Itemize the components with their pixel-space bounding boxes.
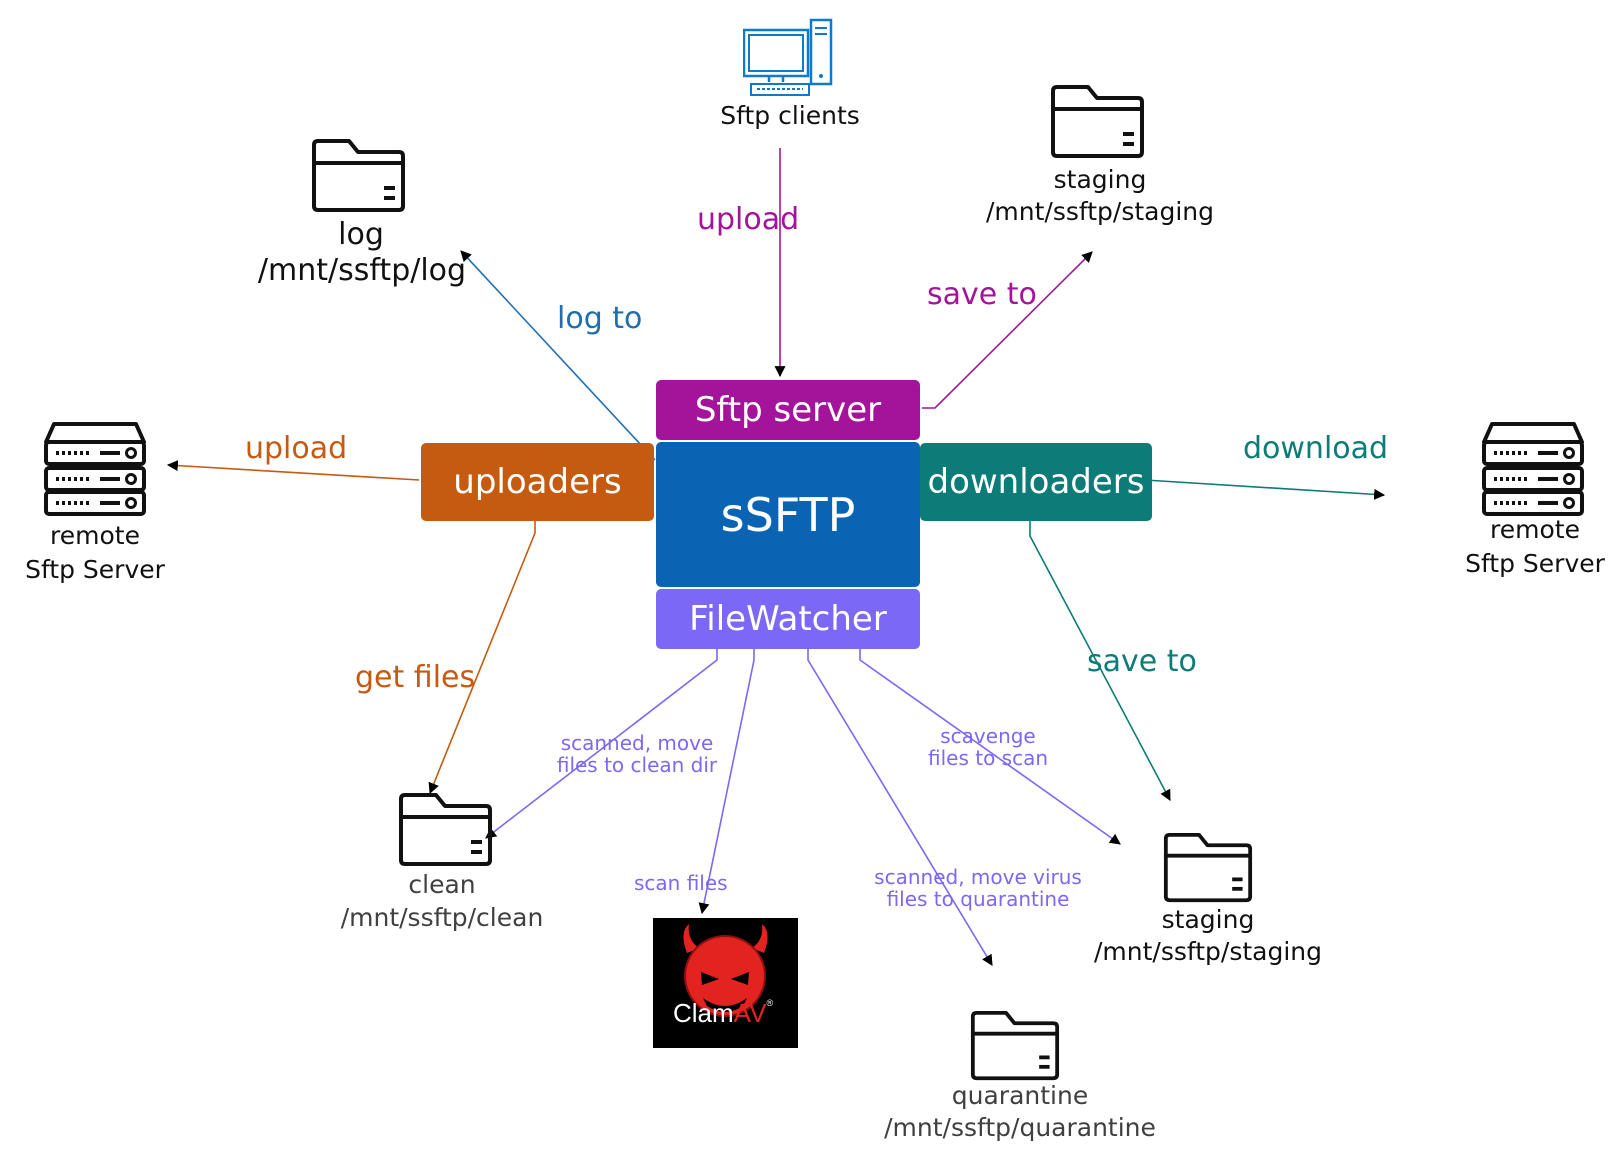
staging-bottom-folder-icon bbox=[1163, 832, 1253, 904]
edge-core-to-log bbox=[460, 250, 656, 461]
clients-label: Sftp clients bbox=[720, 101, 860, 130]
quarantine-folder-name: quarantine bbox=[951, 1081, 1089, 1110]
edge-label-upload-clients: upload bbox=[697, 202, 800, 237]
sftp-server-box: Sftp server bbox=[656, 380, 920, 440]
edge-label-scanned-clean-line1: scanned, move bbox=[560, 731, 714, 755]
clean-folder-path: /mnt/ssftp/clean bbox=[340, 903, 544, 932]
clean-folder-icon bbox=[398, 792, 493, 868]
edge-label-scavenge: scavenge files to scan bbox=[928, 725, 1048, 770]
filewatcher-box: FileWatcher bbox=[656, 589, 920, 649]
downloaders-label: downloaders bbox=[927, 462, 1145, 502]
clean-folder-name: clean bbox=[408, 870, 476, 899]
staging-top-folder-name: staging bbox=[1053, 165, 1147, 194]
edge-label-get-files: get files bbox=[355, 660, 476, 695]
quarantine-folder-icon bbox=[970, 1010, 1060, 1082]
edge-label-scanned-virus-line2: files to quarantine bbox=[886, 887, 1070, 912]
ssftp-core-box: sSFTP bbox=[656, 442, 920, 587]
edge-label-save-to-top: save to bbox=[927, 277, 1037, 312]
sftp-server-label: Sftp server bbox=[694, 390, 882, 430]
log-folder-icon bbox=[311, 138, 406, 214]
clamav-registered-mark: ® bbox=[766, 998, 774, 1008]
edge-watcher-to-clean bbox=[485, 646, 718, 839]
edge-watcher-to-clamav bbox=[698, 646, 755, 915]
edge-label-log-to: log to bbox=[557, 301, 643, 336]
edge-label-save-to-bottom: save to bbox=[1087, 644, 1197, 679]
edge-server-to-staging bbox=[922, 251, 1093, 409]
clamav-brand-part2: AV bbox=[733, 998, 767, 1028]
downloaders-box: downloaders bbox=[920, 443, 1152, 521]
edge-uploaders-to-remote bbox=[166, 460, 420, 481]
edge-label-upload-remote: upload bbox=[245, 431, 348, 466]
edge-clean-to-uploaders bbox=[428, 520, 536, 795]
filewatcher-label: FileWatcher bbox=[689, 599, 887, 639]
clamav-devil-icon: ClamAV® bbox=[653, 918, 798, 1048]
remote-right-line2: Sftp Server bbox=[1465, 549, 1605, 578]
clamav-brand-part1: Clam bbox=[673, 998, 734, 1028]
edge-label-scavenge-line1: scavenge bbox=[940, 724, 1036, 748]
remote-left-line2: Sftp Server bbox=[25, 555, 165, 584]
desktop-computer-icon bbox=[742, 18, 835, 98]
edge-label-scan-files: scan files bbox=[634, 871, 728, 895]
edge-label-scanned-virus: scanned, move virus files to quarantine bbox=[874, 866, 1082, 911]
staging-top-folder-path: /mnt/ssftp/staging bbox=[985, 197, 1215, 226]
uploaders-label: uploaders bbox=[453, 462, 622, 502]
edge-label-scanned-clean-line2: files to clean dir bbox=[556, 753, 718, 778]
edge-label-scanned-virus-line1: scanned, move virus bbox=[874, 865, 1082, 889]
remote-right-line1: remote bbox=[1490, 515, 1580, 544]
staging-bottom-folder-path: /mnt/ssftp/staging bbox=[1093, 937, 1323, 966]
staging-bottom-folder-name: staging bbox=[1161, 905, 1255, 934]
remote-right-server-icon bbox=[1480, 420, 1586, 516]
edge-label-download-remote: download bbox=[1243, 431, 1389, 466]
remote-left-server-icon bbox=[42, 420, 148, 516]
edge-downloaders-to-staging bbox=[1029, 520, 1171, 801]
staging-top-folder-icon bbox=[1050, 84, 1145, 160]
log-folder-name: log bbox=[338, 217, 384, 252]
edge-watcher-to-quarantine bbox=[807, 646, 993, 966]
log-folder-path: /mnt/ssftp/log bbox=[257, 253, 467, 288]
clamav-brand: ClamAV® bbox=[673, 998, 773, 1029]
quarantine-folder-path: /mnt/ssftp/quarantine bbox=[884, 1113, 1156, 1142]
ssftp-core-label: sSFTP bbox=[720, 487, 856, 542]
remote-left-line1: remote bbox=[50, 521, 140, 550]
edge-label-scavenge-line2: files to scan bbox=[927, 746, 1049, 771]
edge-watcher-to-staging bbox=[859, 646, 1121, 845]
edge-downloaders-to-remote bbox=[1144, 479, 1386, 500]
edge-label-scanned-clean: scanned, move files to clean dir bbox=[557, 732, 717, 777]
uploaders-box: uploaders bbox=[421, 443, 654, 521]
